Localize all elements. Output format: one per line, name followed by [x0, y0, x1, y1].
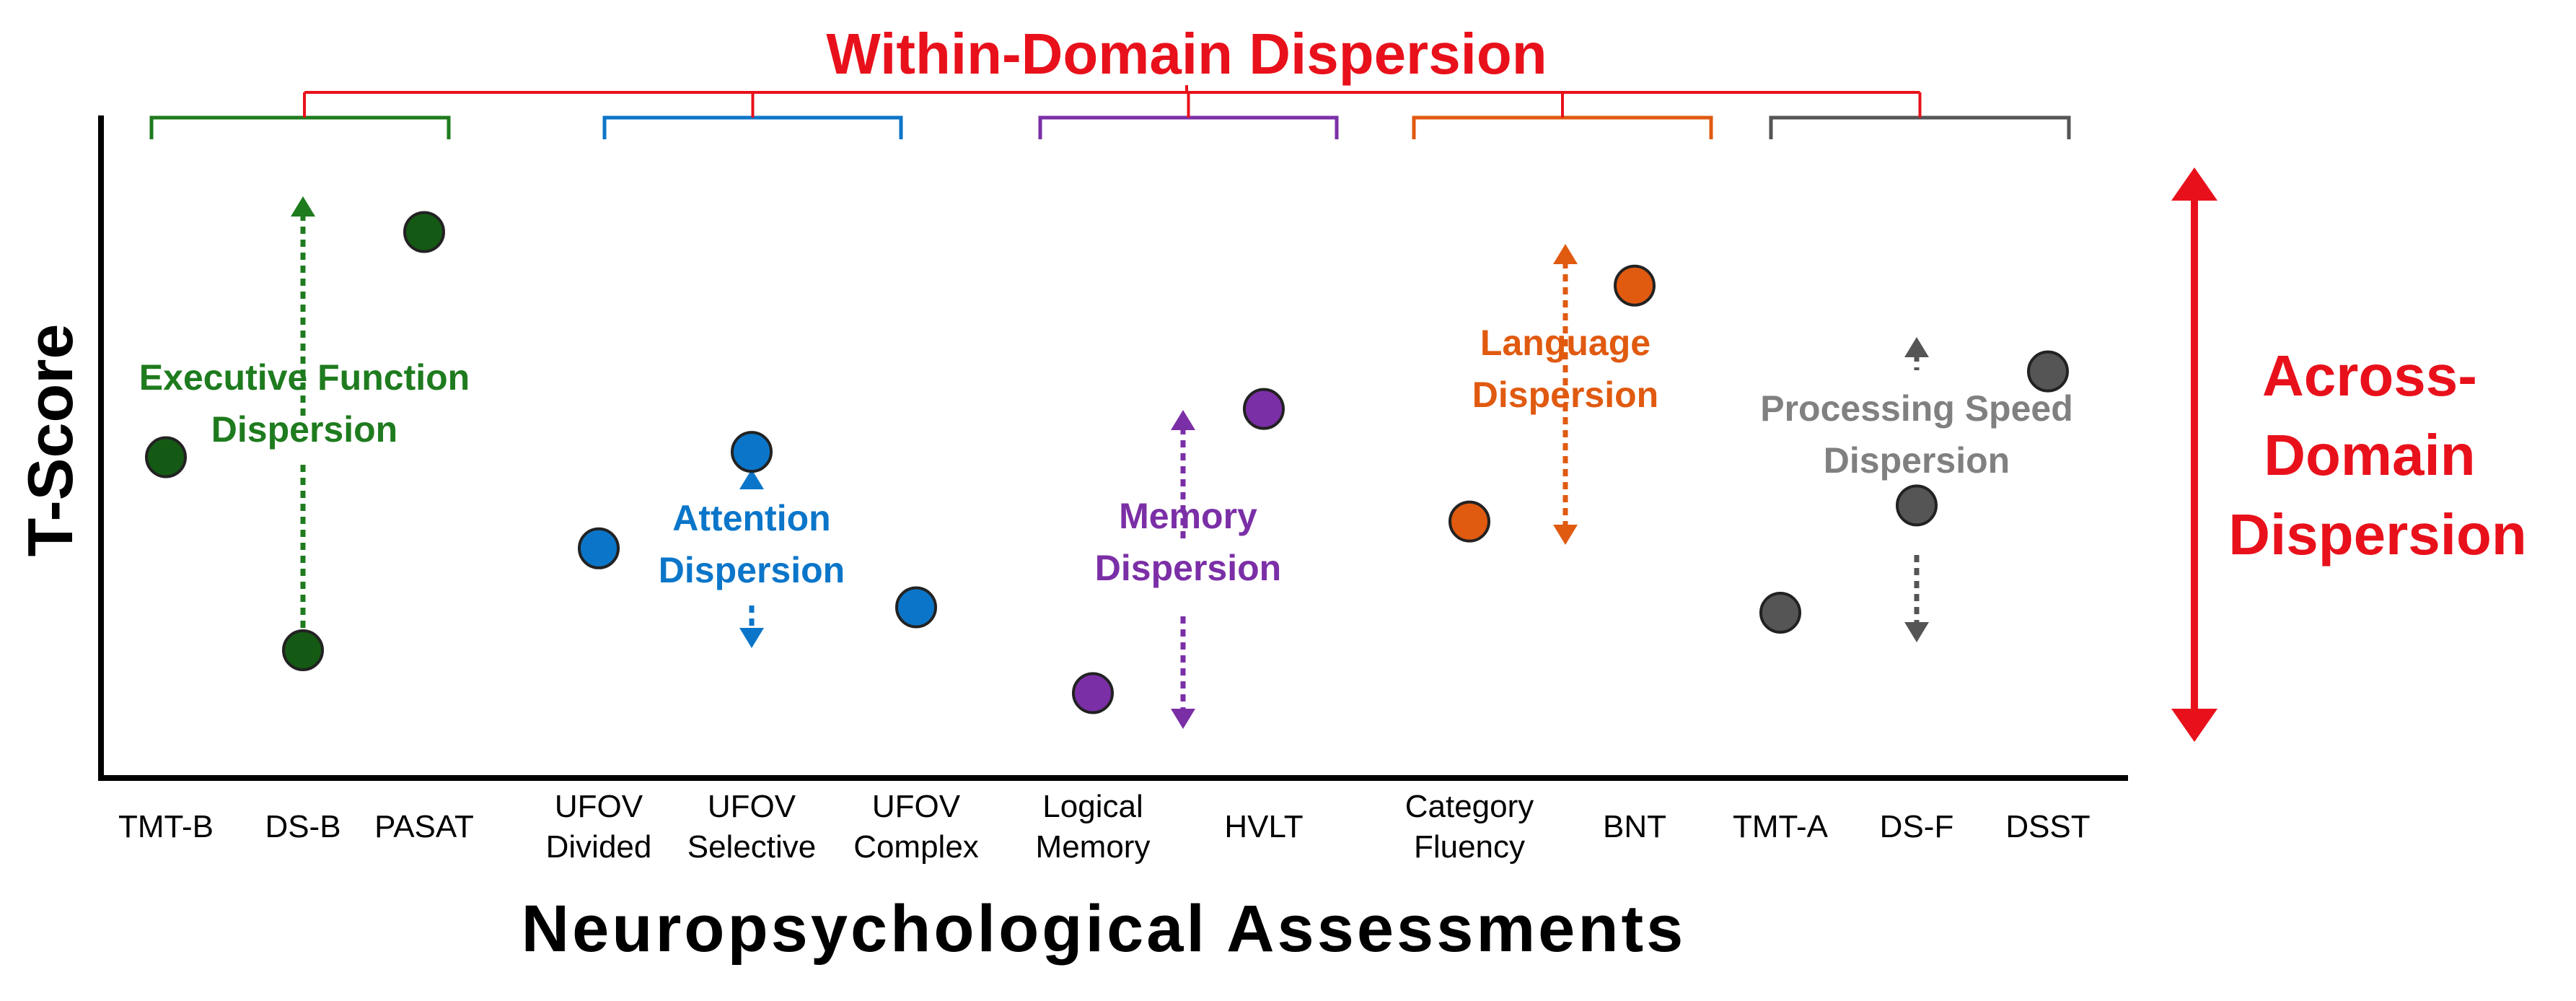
tick-label-line: UFOV — [555, 789, 643, 824]
tick-label-line: Category — [1405, 789, 1534, 824]
across-domain-label-line-1: Across- — [2262, 344, 2477, 408]
tick-label: DS-F — [1880, 809, 1954, 844]
tick-label-line: Memory — [1036, 829, 1151, 865]
tick-label: UFOV Divided — [546, 789, 652, 865]
point-tmt-a — [1759, 591, 1801, 634]
attention-label-line: Attention — [672, 498, 830, 538]
tick-label: HVLT — [1224, 809, 1303, 844]
tick-label-line: TMT-B — [118, 809, 214, 844]
point-ufov-complex — [895, 586, 937, 629]
bracket-language — [1412, 92, 1713, 139]
tick-label: UFOV Complex — [853, 789, 979, 865]
attention-label-line: Dispersion — [659, 550, 845, 590]
point-ufov-divided — [578, 527, 620, 569]
tick-label-line: Divided — [546, 829, 652, 865]
point-ufov-selective — [731, 431, 773, 473]
tick-label-line: DSST — [2005, 809, 2090, 844]
tick-label: DS-B — [265, 809, 340, 844]
across-domain-label: Across- Domain Dispersion — [2228, 344, 2526, 567]
tick-label-line: Logical — [1042, 789, 1143, 824]
language-dispersion-arrow — [1553, 244, 1578, 545]
point-dsst — [2027, 350, 2069, 393]
bracket-executive — [149, 92, 451, 139]
point-logical-memory — [1072, 672, 1114, 714]
tick-label: TMT-B — [118, 809, 214, 844]
language-label-line: Dispersion — [1472, 375, 1658, 415]
title: Within-Domain Dispersion — [826, 22, 1547, 86]
point-tmt-b — [145, 436, 187, 478]
point-ds-f — [1896, 484, 1938, 527]
point-ds-b — [282, 629, 324, 671]
tick-label-line: TMT-A — [1733, 809, 1829, 844]
tick-label-line: UFOV — [708, 789, 796, 824]
bracket-memory — [1038, 92, 1339, 139]
y-axis-label: T-Score — [14, 324, 86, 557]
attention-dispersion-arrow — [739, 469, 764, 648]
tick-label-line: Selective — [687, 829, 817, 865]
across-domain-label-line-2: Domain — [2264, 423, 2475, 487]
within-domain-bracket — [304, 85, 1920, 94]
tick-label: PASAT — [374, 809, 474, 844]
point-pasat — [403, 211, 445, 253]
tick-label: TMT-A — [1733, 809, 1829, 844]
tick-label-line: HVLT — [1224, 809, 1303, 844]
tick-label-line: PASAT — [374, 809, 474, 844]
memory-label-line: Dispersion — [1095, 548, 1281, 588]
bracket-attention — [602, 92, 903, 139]
memory-dispersion-arrow — [1171, 410, 1195, 729]
tick-label: BNT — [1603, 809, 1666, 844]
point-bnt — [1614, 264, 1656, 307]
tick-label-line: DS-F — [1880, 809, 1954, 844]
across-domain-label-line-3: Dispersion — [2228, 502, 2526, 567]
processing-dispersion-arrow — [1904, 337, 1929, 642]
bracket-processing — [1769, 92, 2071, 139]
point-category-fluency — [1449, 500, 1490, 543]
across-domain-arrow — [2171, 167, 2217, 742]
point-hvlt — [1243, 388, 1285, 430]
executive-label-line: Executive Function — [139, 357, 470, 398]
tick-label: DSST — [2005, 809, 2090, 844]
language-label-line: Language — [1480, 323, 1650, 363]
tick-label: UFOV Selective — [687, 789, 817, 865]
processing-label-line: Processing Speed — [1760, 388, 2073, 429]
processing-label-line: Dispersion — [1824, 440, 2010, 481]
x-axis-label: Neuropsychological Assessments — [522, 892, 1687, 966]
tick-label-line: DS-B — [265, 809, 340, 844]
tick-label-line: BNT — [1603, 809, 1666, 844]
tick-label-line: Fluency — [1414, 829, 1525, 865]
tick-label-line: UFOV — [872, 789, 961, 824]
executive-label-line: Dispersion — [211, 409, 397, 450]
memory-label-line: Memory — [1119, 496, 1257, 536]
tick-label-line: Complex — [853, 829, 979, 865]
